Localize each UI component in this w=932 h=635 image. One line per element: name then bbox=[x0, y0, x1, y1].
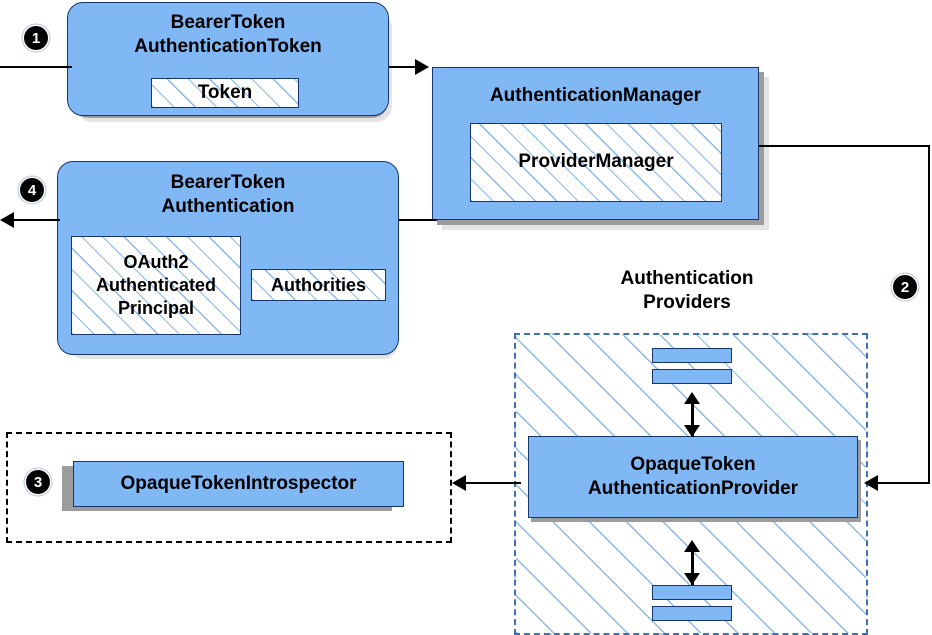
oauth2-authenticated-principal-line2: Authenticated bbox=[95, 275, 216, 296]
manager-to-provider-arrowhead bbox=[864, 475, 878, 491]
opaque-token-authentication-provider-title-line1: OpaqueToken bbox=[630, 453, 756, 475]
bearer-token-authentication-token-title-line2: AuthenticationToken bbox=[134, 36, 322, 58]
step-marker-2: 2 bbox=[893, 275, 917, 299]
provider-stack-connector-top bbox=[691, 395, 694, 437]
provider-stack-connector-top-arrow-down bbox=[684, 425, 700, 437]
bearer-token-authentication-title-line1: BearerToken bbox=[170, 172, 286, 193]
oauth2-authenticated-principal-line3: Principal bbox=[117, 297, 195, 318]
provider-stack-connector-bottom-arrow-down bbox=[684, 573, 700, 585]
provider-stack-bar-bottom-2 bbox=[652, 606, 732, 621]
authentication-outgoing-line bbox=[14, 219, 60, 221]
manager-to-provider-line-bottom bbox=[878, 482, 930, 484]
step-marker-3: 3 bbox=[26, 470, 50, 494]
authentication-providers-label-line2: Providers bbox=[643, 292, 731, 314]
provider-to-introspector-line bbox=[466, 482, 521, 484]
provider-stack-bar-top-1 bbox=[652, 348, 732, 363]
provider-stack-connector-bottom-arrow-up bbox=[684, 540, 700, 552]
provider-stack-connector-top-arrow-up bbox=[684, 392, 700, 404]
step-marker-4: 4 bbox=[20, 178, 44, 202]
provider-to-introspector-arrowhead bbox=[452, 475, 466, 491]
bearer-token-authentication-title-line2: Authentication bbox=[161, 196, 295, 218]
manager-to-authentication-return-line bbox=[399, 219, 437, 221]
step-marker-1: 1 bbox=[24, 26, 48, 50]
authorities-label: Authorities bbox=[270, 274, 366, 295]
token-inner-box[interactable]: Token bbox=[151, 78, 299, 108]
incoming-request-line bbox=[0, 66, 72, 68]
bearer-token-authentication-title: BearerToken Authentication bbox=[162, 171, 295, 220]
token-to-manager-arrowhead bbox=[415, 59, 429, 75]
provider-stack-bar-top-2 bbox=[652, 369, 732, 384]
provider-manager-inner-box[interactable]: ProviderManager bbox=[470, 123, 722, 202]
manager-to-provider-line-vertical bbox=[928, 145, 930, 483]
provider-stack-connector-bottom bbox=[691, 543, 694, 585]
authentication-outgoing-arrowhead bbox=[0, 212, 14, 228]
oauth2-authenticated-principal-line1: OAuth2 bbox=[123, 252, 189, 273]
authorities-inner-box[interactable]: Authorities bbox=[251, 269, 386, 301]
opaque-token-authentication-provider-box[interactable]: OpaqueToken AuthenticationProvider bbox=[528, 436, 858, 518]
provider-stack-bar-bottom-1 bbox=[652, 585, 732, 600]
opaque-token-authentication-provider-title: OpaqueToken AuthenticationProvider bbox=[588, 453, 798, 502]
opaque-token-introspector-box[interactable]: OpaqueTokenIntrospector bbox=[73, 461, 404, 507]
token-label: Token bbox=[197, 81, 253, 103]
provider-manager-label: ProviderManager bbox=[518, 151, 674, 173]
authentication-providers-label-line1: Authentication bbox=[620, 268, 754, 289]
manager-to-provider-line-top bbox=[759, 145, 930, 147]
authentication-providers-label: Authentication Providers bbox=[570, 267, 804, 316]
oauth2-authenticated-principal-inner-box[interactable]: OAuth2 Authenticated Principal bbox=[71, 236, 241, 335]
bearer-token-authentication-token-title: BearerToken AuthenticationToken bbox=[134, 11, 322, 60]
token-to-manager-line bbox=[389, 66, 421, 68]
authentication-manager-title: AuthenticationManager bbox=[489, 85, 702, 106]
bearer-token-authentication-token-title-line1: BearerToken bbox=[170, 12, 286, 33]
opaque-token-introspector-label: OpaqueTokenIntrospector bbox=[120, 472, 357, 494]
opaque-token-authentication-provider-title-line2: AuthenticationProvider bbox=[587, 478, 799, 499]
